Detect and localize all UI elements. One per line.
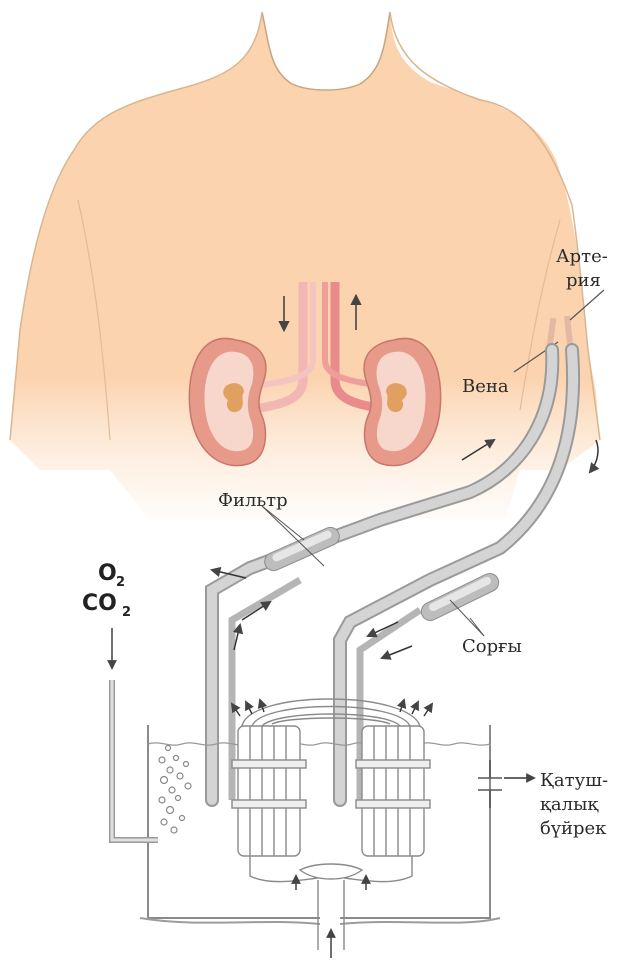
filter-unit — [262, 525, 342, 574]
left-coil — [232, 726, 306, 856]
dialyzer-tank — [140, 725, 500, 924]
gas-bubbles — [159, 746, 191, 834]
artificial-kidney-label-line2: қалық — [540, 794, 599, 815]
pump-label: Сорғы — [462, 636, 522, 657]
carbon-dioxide-label: CO — [82, 591, 117, 616]
right-coil — [356, 726, 430, 856]
artificial-kidney-label-line1: Қатуш- — [540, 770, 608, 791]
filter-label: Фильтр — [218, 490, 288, 511]
coil-top-arcs — [242, 699, 420, 726]
torso — [10, 10, 600, 520]
oxygen-label: O — [98, 561, 117, 586]
liquid-surface — [148, 743, 490, 745]
artery-label-line2: рия — [566, 270, 601, 291]
gas-supply-tube — [112, 680, 158, 840]
artificial-kidney-label-line3: бүйрек — [540, 818, 607, 839]
vein-label: Вена — [462, 376, 509, 397]
carbon-dioxide-subscript: 2 — [122, 605, 131, 620]
artery-label-line1: Арте- — [556, 246, 608, 267]
pump-leader-line-2 — [470, 618, 484, 636]
oxygen-subscript: 2 — [116, 575, 125, 590]
pump-leader-line-1 — [450, 600, 484, 636]
